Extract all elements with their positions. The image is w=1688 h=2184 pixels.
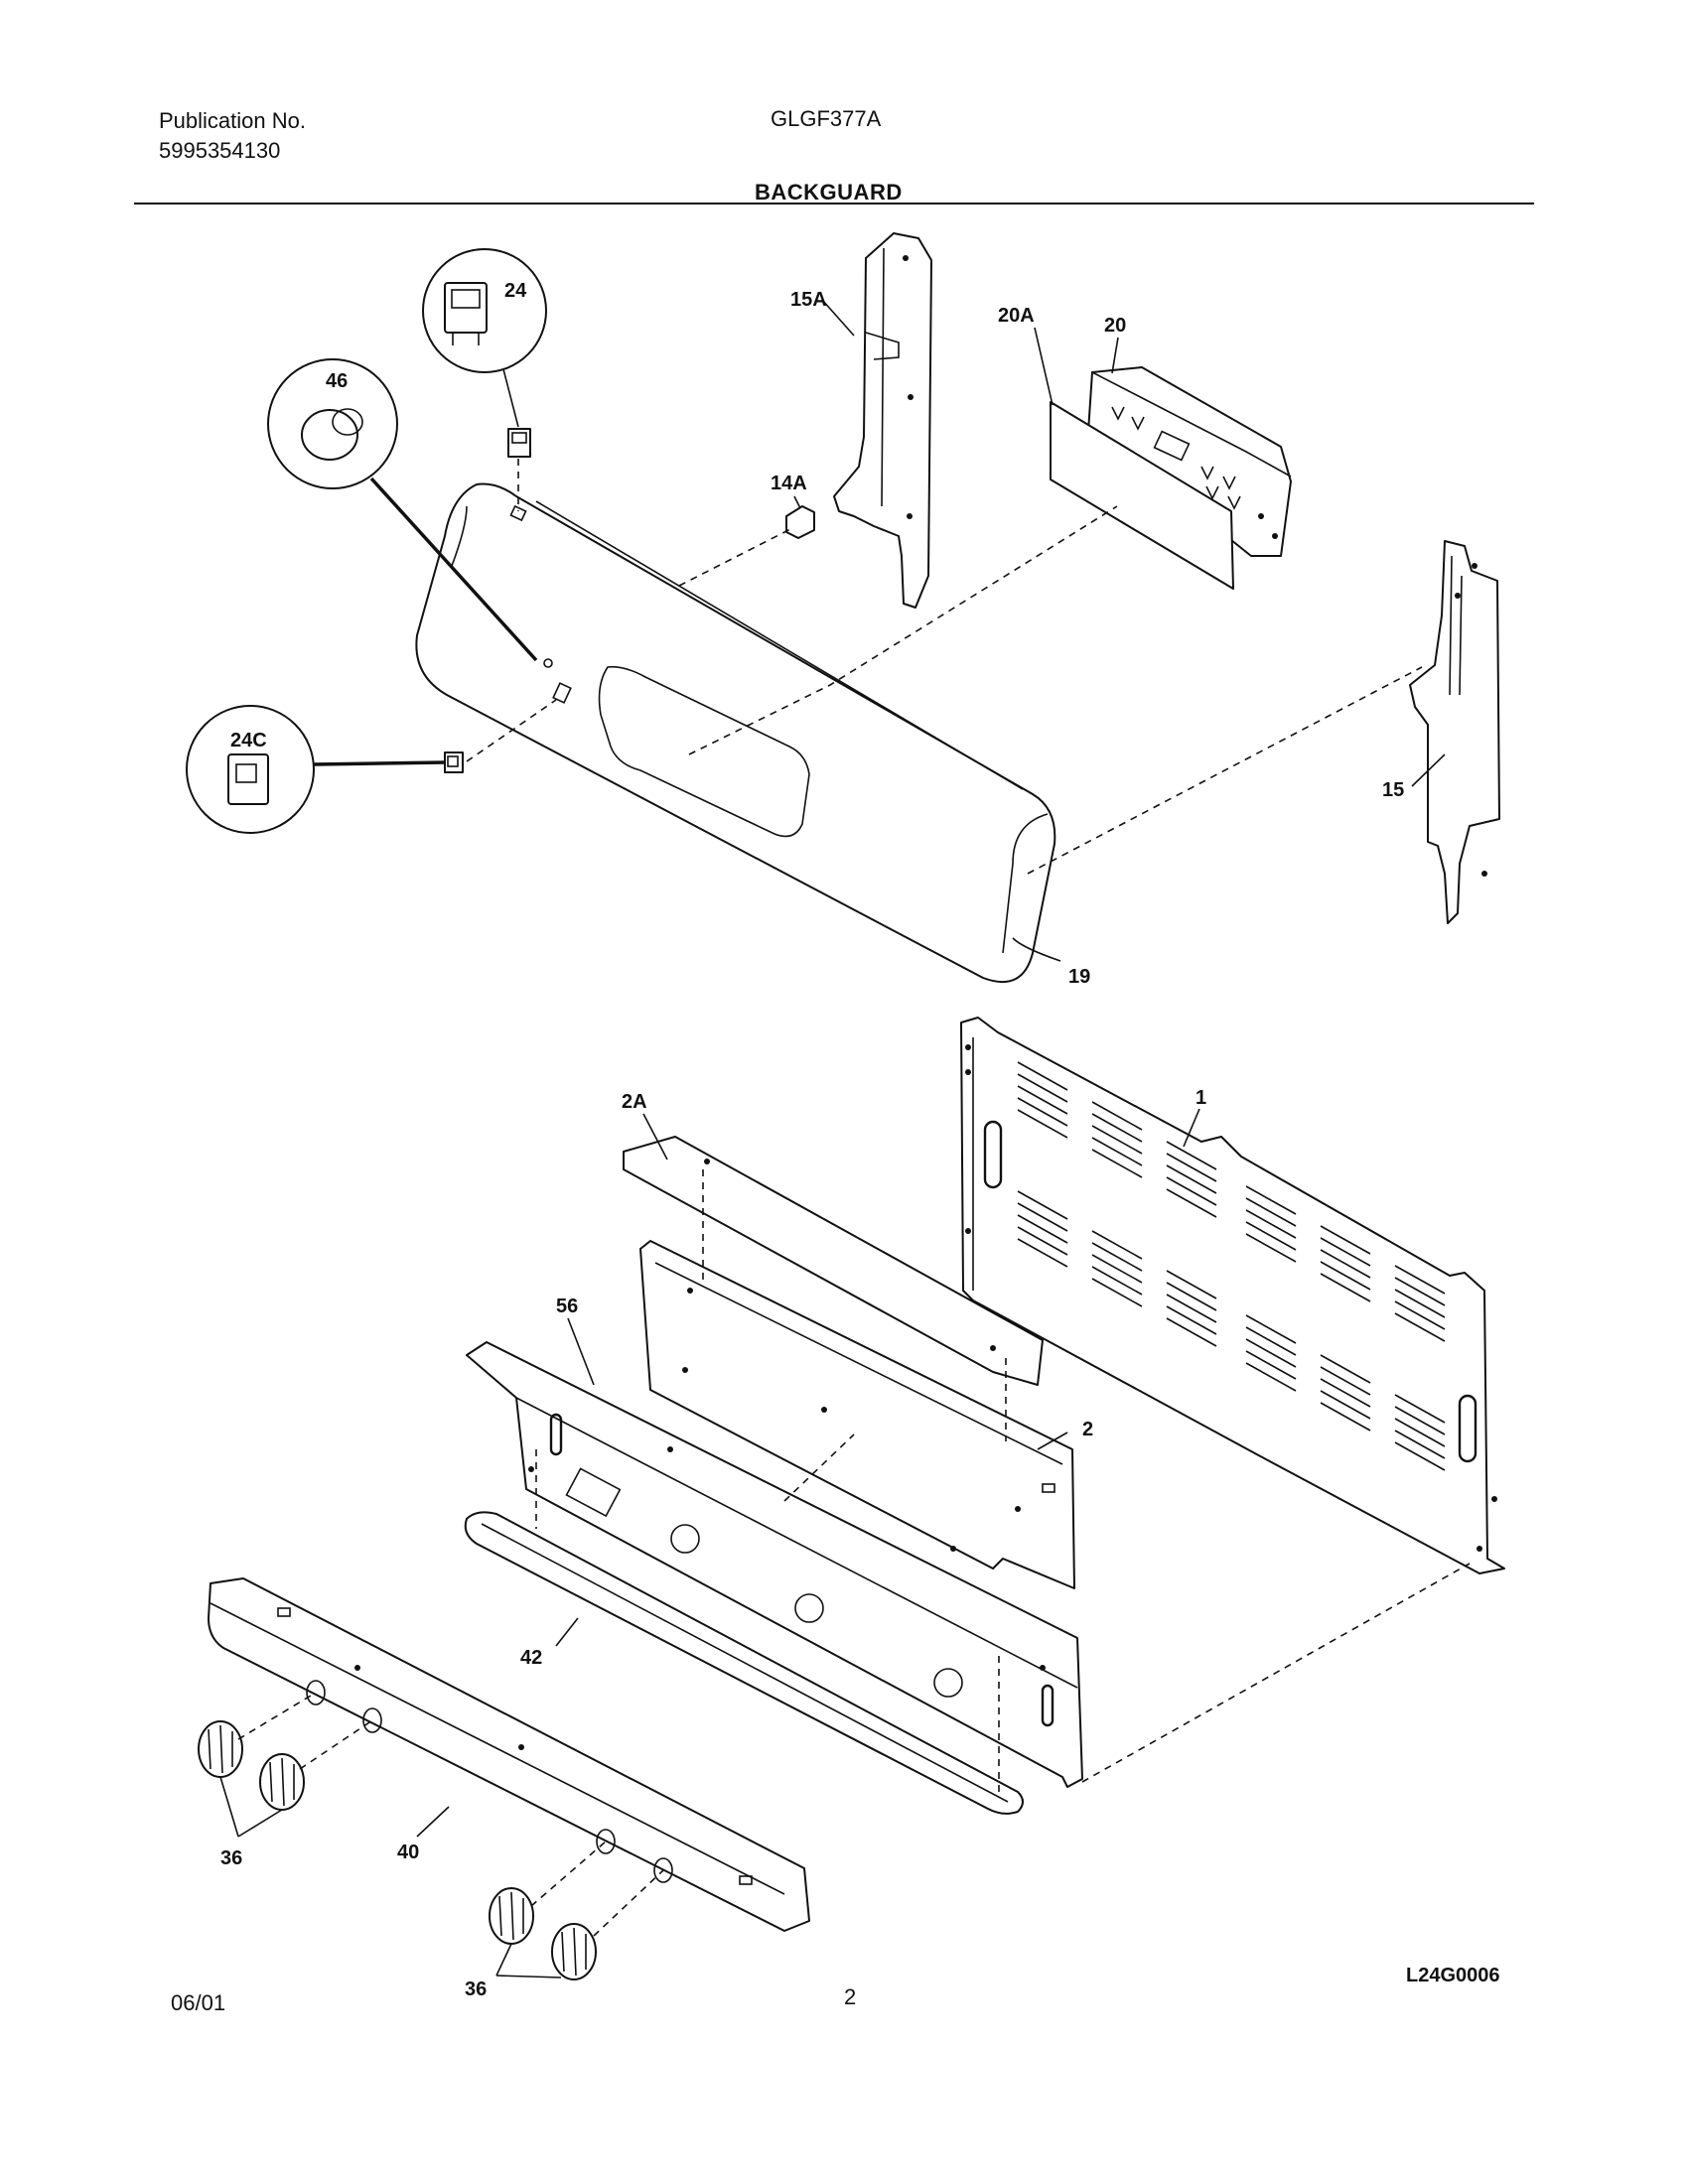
drawing-code: L24G0006 <box>1406 1965 1500 1986</box>
callout-circle-24 <box>422 248 547 373</box>
callout-20: 20 <box>1104 315 1126 337</box>
part-42-trim-strip <box>464 1511 1024 1815</box>
part-1-rear-panel <box>960 1017 1505 1574</box>
callout-15: 15 <box>1382 779 1404 801</box>
callout-14A: 14A <box>771 473 807 494</box>
section-title: BACKGUARD <box>755 180 903 205</box>
callout-circle-24C <box>186 705 315 834</box>
callout-36-right: 36 <box>465 1979 487 2000</box>
callout-15A: 15A <box>790 289 827 311</box>
callout-36-left: 36 <box>220 1847 242 1869</box>
callout-2: 2 <box>1082 1419 1093 1440</box>
part-24-rocker-switch <box>507 428 531 458</box>
part-36-knob-1 <box>198 1720 243 1778</box>
part-14A-clip <box>785 505 815 539</box>
part-36-knob-3 <box>489 1887 534 1945</box>
callout-46: 46 <box>326 370 348 392</box>
rear-panel-louvers-row-2 <box>1017 1190 1446 1471</box>
part-36-knob-2 <box>259 1753 305 1811</box>
part-40-manifold-panel <box>208 1577 810 1932</box>
callout-circle-46 <box>267 358 398 489</box>
part-24C-rocker-switch <box>444 751 464 773</box>
part-20A-overlay-sheet <box>1050 401 1234 590</box>
callout-56: 56 <box>556 1296 578 1317</box>
part-2A-flange-strip <box>623 1136 1044 1386</box>
publication-number: 5995354130 <box>159 138 281 163</box>
callout-42: 42 <box>520 1647 542 1669</box>
callout-40: 40 <box>397 1842 419 1863</box>
header-rule <box>134 203 1534 205</box>
footer-page-number: 2 <box>844 1984 857 2009</box>
part-15-end-bracket <box>1409 540 1500 924</box>
part-15A-end-bracket <box>833 232 932 609</box>
callout-24: 24 <box>504 280 527 302</box>
part-36-knob-4 <box>551 1923 597 1980</box>
callout-19: 19 <box>1068 966 1090 988</box>
part-56-bracket-panel <box>466 1341 1083 1788</box>
part-19-control-panel <box>415 482 1056 983</box>
callout-2A: 2A <box>622 1091 647 1113</box>
model-number: GLGF377A <box>771 106 882 131</box>
callout-1: 1 <box>1196 1087 1206 1109</box>
rear-panel-louvers-row-1 <box>1017 1061 1446 1342</box>
footer-date: 06/01 <box>171 1990 226 2015</box>
publication-label: Publication No. <box>159 108 306 133</box>
part-2-inner-panel <box>639 1240 1075 1589</box>
callout-20A: 20A <box>998 305 1035 327</box>
callout-24C: 24C <box>230 730 267 751</box>
